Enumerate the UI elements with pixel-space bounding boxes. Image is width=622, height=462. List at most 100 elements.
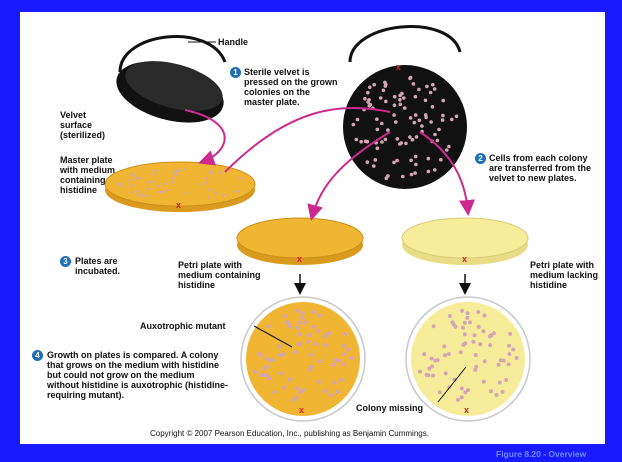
master-colony — [210, 170, 213, 173]
velvet-colony-imprint — [409, 116, 413, 120]
master-colony — [153, 173, 156, 176]
velvet-colony-imprint — [433, 168, 437, 172]
lacking-histidine-colony — [481, 329, 485, 333]
master-colony — [121, 185, 124, 188]
step-1-text: Sterile velvet is pressed on the grown c… — [244, 67, 338, 107]
with-histidine-colony — [309, 353, 313, 357]
master-colony — [132, 175, 135, 178]
handle-label: Handle — [218, 37, 248, 47]
lacking-histidine-colony — [447, 352, 451, 356]
with-histidine-colony — [288, 378, 292, 382]
velvet-colony-imprint — [413, 121, 417, 125]
velvet-colony-imprint — [431, 83, 435, 87]
lacking-histidine-colony — [418, 370, 422, 374]
lacking-histidine-colony — [460, 386, 464, 390]
lacking-histidine-colony — [471, 340, 475, 344]
velvet-colony-imprint — [437, 128, 441, 132]
velvet-colony-imprint — [441, 99, 445, 103]
velvet-colony-imprint — [415, 135, 419, 139]
velvet-colony-imprint — [429, 91, 433, 95]
velvet-colony-imprint — [392, 113, 396, 117]
lacking-histidine-colony — [473, 333, 477, 337]
velvet-colony-imprint — [447, 145, 451, 149]
velvet-colony-imprint — [420, 124, 424, 128]
velvet-colony-imprint — [375, 117, 379, 121]
master-colony — [135, 177, 138, 180]
with-histidine-colony — [295, 395, 299, 399]
velvet-colony-imprint — [372, 164, 376, 168]
with-histidine-colony — [336, 390, 340, 394]
petri-with-histidine-label: Petri plate with medium containing histi… — [178, 260, 261, 290]
with-histidine-colony — [316, 329, 320, 333]
with-histidine-colony — [282, 385, 286, 389]
velvet-colony-imprint — [431, 105, 435, 109]
step-4-badge: 4 — [32, 350, 43, 361]
velvet-colony-imprint — [424, 113, 428, 117]
master-colony — [130, 173, 133, 176]
master-colony — [166, 189, 169, 192]
with-histidine-colony — [333, 381, 337, 385]
master-colony — [131, 184, 134, 187]
velvet-colony-imprint — [403, 106, 407, 110]
with-histidine-colony — [306, 340, 310, 344]
lacking-histidine-colony — [456, 398, 460, 402]
master-colony — [170, 177, 173, 180]
velvet-colony-imprint — [398, 94, 402, 98]
velvet-surface-right — [343, 65, 467, 189]
velvet-surface-label: Velvet surface (sterilized) — [60, 110, 105, 140]
lacking-histidine-colony — [489, 389, 493, 393]
velvet-colony-imprint — [384, 100, 388, 104]
velvet-colony-imprint — [402, 96, 406, 100]
with-histidine-colony — [294, 350, 298, 354]
velvet-block-sterile — [110, 37, 231, 134]
master-colony — [239, 177, 242, 180]
with-histidine-colony — [342, 344, 346, 348]
with-histidine-colony — [339, 378, 343, 382]
lacking-histidine-colony — [474, 365, 478, 369]
with-histidine-colony — [312, 325, 316, 329]
with-histidine-colony — [278, 353, 282, 357]
master-colony — [172, 172, 175, 175]
with-histidine-colony — [309, 365, 313, 369]
master-colony — [138, 177, 141, 180]
velvet-colony-imprint — [417, 88, 421, 92]
master-colony — [164, 182, 167, 185]
velvet-colony-imprint — [367, 98, 371, 102]
lacking-histidine-colony — [422, 352, 426, 356]
velvet-colony-imprint — [445, 148, 449, 152]
lacking-histidine-colony — [425, 373, 429, 377]
lacking-histidine-colony — [463, 321, 467, 325]
with-histidine-colony — [283, 314, 287, 318]
master-colony — [127, 179, 130, 182]
velvet-colony-imprint — [393, 104, 397, 108]
velvet-colony-imprint — [404, 142, 408, 146]
lacking-histidine-colony — [498, 381, 502, 385]
velvet-colony-imprint — [433, 133, 437, 137]
velvet-colony-imprint — [396, 137, 400, 141]
incubated-lacking-histidine-mark: x — [464, 405, 469, 415]
master-colony — [206, 177, 209, 180]
velvet-colony-imprint — [366, 140, 370, 144]
master-colony — [207, 196, 210, 199]
master-colony — [184, 168, 187, 171]
with-histidine-colony — [268, 359, 272, 363]
with-histidine-colony — [301, 311, 305, 315]
with-histidine-colony — [273, 390, 277, 394]
with-histidine-colony — [282, 352, 286, 356]
master-colony — [157, 185, 160, 188]
velvet-colony-imprint — [385, 176, 389, 180]
velvet-colony-imprint — [394, 120, 398, 124]
lacking-histidine-colony — [463, 332, 467, 336]
with-histidine-colony — [327, 331, 331, 335]
with-histidine-colony — [311, 310, 315, 314]
step-1-badge: 1 — [230, 67, 241, 78]
incubated-plate-lacking-histidine: x — [406, 297, 530, 421]
with-histidine-colony — [295, 309, 299, 313]
lacking-histidine-colony — [430, 357, 434, 361]
lacking-histidine-colony — [465, 316, 469, 320]
velvet-orientation-mark: x — [396, 62, 401, 72]
with-histidine-colony — [343, 332, 347, 336]
with-histidine-colony — [296, 326, 300, 330]
velvet-colony-imprint — [374, 158, 378, 162]
master-colony — [160, 190, 163, 193]
